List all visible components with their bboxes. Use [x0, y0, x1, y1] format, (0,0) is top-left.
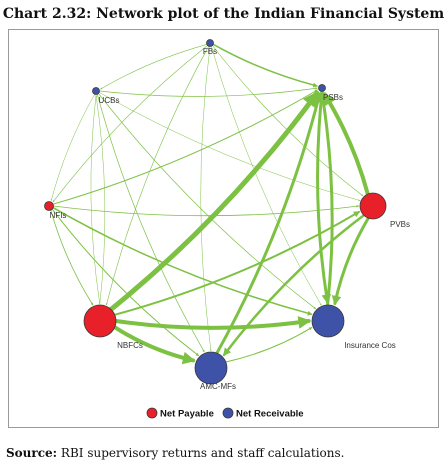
source-label: Source: — [6, 446, 58, 460]
edge-fbs-to-pvbs — [212, 45, 364, 197]
node-label-pvbs: PVBs — [390, 220, 410, 229]
edge-amcmfs-to-psbs — [215, 92, 323, 355]
node-label-insurancecos: Insurance Cos — [344, 341, 396, 350]
node-label-nbfcs: NBFCs — [117, 341, 143, 350]
edge-fbs-to-nfis — [52, 45, 208, 203]
source-text: RBI supervisory returns and staff calcul… — [57, 446, 345, 460]
node-label-ucbs: UCBs — [99, 96, 120, 105]
edge-ucbs-to-insurancecos — [98, 93, 316, 310]
legend-net-receivable-label: Net Receivable — [236, 409, 304, 420]
edge-ucbs-to-nfis — [50, 93, 95, 201]
edge-nbfcs-to-insurancecos — [114, 316, 312, 330]
legend-net-payable-label: Net Payable — [160, 409, 214, 420]
edge-nbfcs-to-ucbs — [95, 95, 106, 306]
edge-nfis-to-psbs — [52, 89, 318, 205]
edge-insurancecos-to-psbs — [318, 92, 334, 307]
edge-ucbs-to-pvbs — [98, 92, 361, 201]
edge-nfis-to-pvbs — [53, 204, 360, 217]
edge-nbfcs-to-pvbs — [113, 210, 361, 316]
edge-nfis-to-amcmfs — [51, 208, 200, 357]
node-label-fbs: FBs — [203, 47, 217, 56]
edges-layer — [50, 43, 370, 365]
edge-fbs-to-nbfcs — [105, 46, 209, 306]
node-ucbs — [92, 87, 100, 95]
node-psbs — [318, 84, 326, 92]
edge-ucbs-to-psbs — [99, 87, 318, 97]
edge-nbfcs-to-psbs — [108, 90, 320, 312]
legend-net-receivable-marker — [222, 407, 234, 419]
edge-amcmfs-to-insurancecos — [225, 327, 313, 363]
legend-net-payable-marker — [146, 407, 158, 419]
node-label-nfis: NFIs — [50, 211, 67, 220]
edge-fbs-to-amcmfs — [200, 46, 212, 352]
edge-pvbs-to-insurancecos — [331, 216, 370, 306]
edge-nfis-to-nbfcs — [50, 209, 94, 306]
legend: Net Payable Net Receivable — [146, 407, 304, 420]
node-insurancecos — [311, 304, 345, 338]
edge-pvbs-to-psbs — [322, 92, 370, 197]
edge-fbs-to-psbs — [212, 43, 318, 88]
edge-nbfcs-to-amcmfs — [112, 325, 196, 365]
edge-ucbs-to-amcmfs — [96, 93, 205, 353]
node-label-amcmfs: AMC-MFs — [200, 382, 236, 391]
node-amcmfs — [194, 351, 228, 385]
source-note: Source: RBI supervisory returns and staf… — [6, 446, 344, 460]
chart-title: Chart 2.32: Network plot of the Indian F… — [2, 6, 445, 22]
edge-fbs-to-insurancecos — [211, 45, 322, 306]
node-nbfcs — [83, 304, 117, 338]
node-label-psbs: PSBs — [323, 93, 343, 102]
edge-fbs-to-ucbs — [100, 44, 208, 90]
node-fbs — [206, 39, 214, 47]
edge-nfis-to-insurancecos — [52, 206, 313, 316]
edge-ucbs-to-nbfcs — [90, 94, 101, 305]
edge-pvbs-to-amcmfs — [222, 213, 366, 357]
node-pvbs — [359, 192, 387, 220]
edge-psbs-to-insurancecos — [316, 90, 332, 305]
node-nfis — [44, 201, 54, 211]
